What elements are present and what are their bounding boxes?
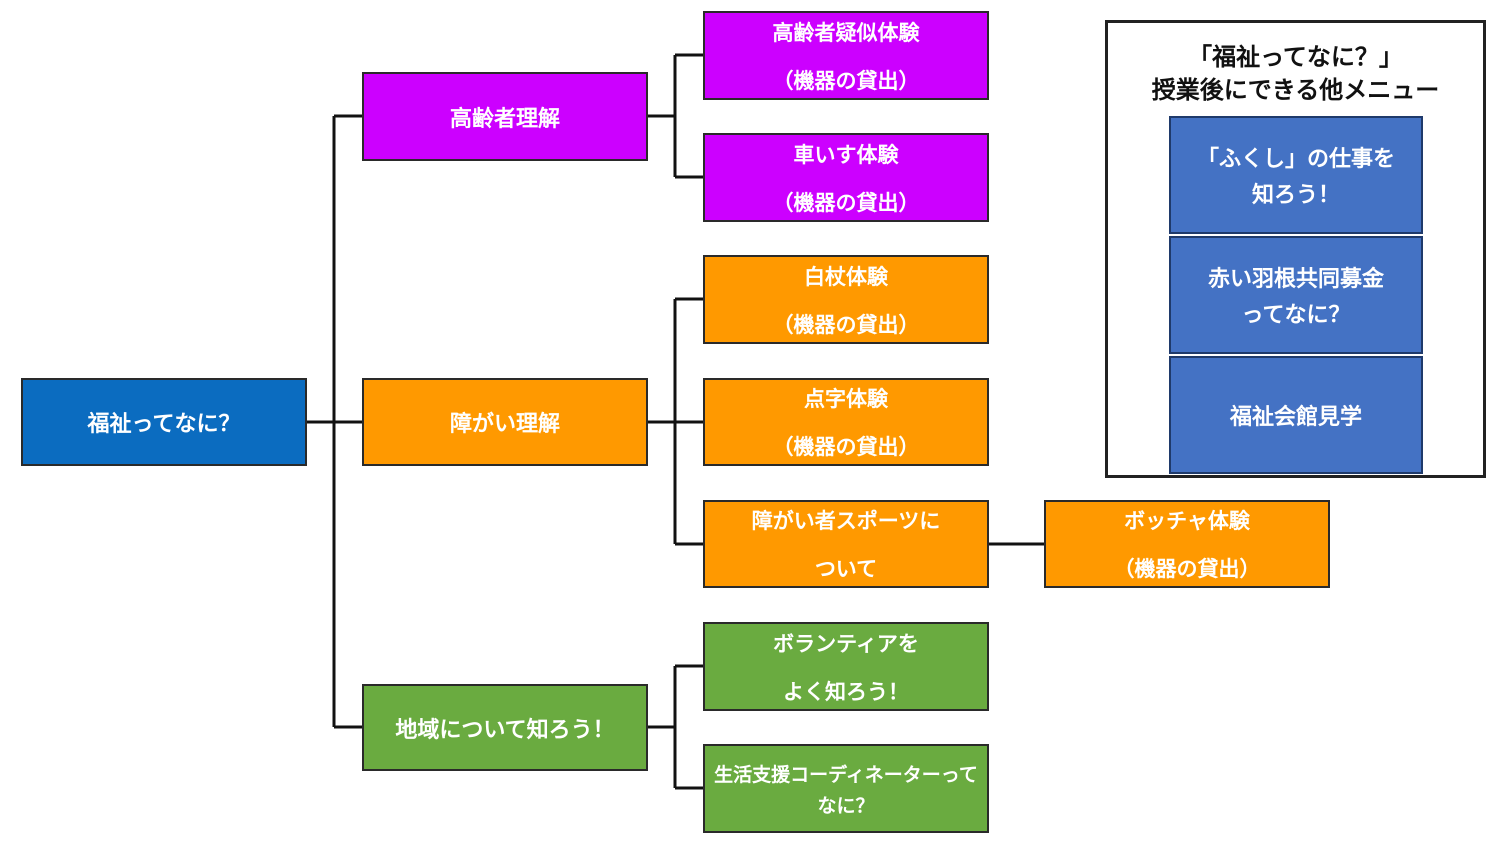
node-line1: 生活支援コーディネーターって <box>714 763 978 786</box>
node-line1: ボッチャ体験 <box>1124 509 1250 533</box>
node-elderly-simulation: 高齢者疑似体験 （機器の貸出） <box>703 11 989 100</box>
menu-item-red-feather: 赤い羽根共同募金 ってなに？ <box>1169 236 1423 354</box>
node-line1: 赤い羽根共同募金 <box>1207 267 1384 292</box>
node-line1: 「ふくし」の仕事を <box>1196 147 1395 172</box>
root-node: 福祉ってなに？ <box>21 378 307 466</box>
node-line1: 白杖体験 <box>804 264 888 289</box>
category-community-label: 地域について知ろう！ <box>395 717 615 743</box>
node-life-support-coordinator: 生活支援コーディネーターって なに？ <box>703 744 989 833</box>
node-line1: 車いす体験 <box>793 142 899 167</box>
node-line2: （機器の貸出） <box>1113 557 1261 581</box>
node-line2: （機器の貸出） <box>772 190 920 215</box>
node-line1: 点字体験 <box>804 387 888 411</box>
node-line2: ついて <box>814 557 878 581</box>
node-line1: ボランティアを <box>773 631 919 656</box>
node-line2: ってなに？ <box>1241 303 1351 328</box>
node-boccia: ボッチャ体験 （機器の貸出） <box>1044 500 1330 588</box>
category-community: 地域について知ろう！ <box>362 684 648 771</box>
node-white-cane: 白杖体験 （機器の貸出） <box>703 255 989 344</box>
category-disability: 障がい理解 <box>362 378 648 466</box>
node-line2: （機器の貸出） <box>772 312 920 337</box>
node-line2: よく知ろう！ <box>783 679 909 704</box>
node-line2: 知ろう！ <box>1251 183 1340 208</box>
node-wheelchair: 車いす体験 （機器の貸出） <box>703 133 989 222</box>
category-elderly: 高齢者理解 <box>362 72 648 161</box>
other-menu-title-line1: 「福祉ってなに？」 <box>1188 43 1403 71</box>
category-elderly-label: 高齢者理解 <box>449 106 560 132</box>
node-line2: （機器の貸出） <box>772 435 920 459</box>
menu-item-welfare-jobs: 「ふくし」の仕事を 知ろう！ <box>1169 116 1423 234</box>
node-volunteer: ボランティアを よく知ろう！ <box>703 622 989 711</box>
node-parasports: 障がい者スポーツに ついて <box>703 500 989 588</box>
node-line1: 高齢者疑似体験 <box>772 20 920 45</box>
root-label: 福祉ってなに？ <box>87 412 241 437</box>
other-menu-title: 「福祉ってなに？」 授業後にできる他メニュー <box>1108 41 1483 107</box>
menu-item-welfare-hall-visit: 福祉会館見学 <box>1169 356 1423 474</box>
node-braille: 点字体験 （機器の貸出） <box>703 378 989 466</box>
node-line2: なに？ <box>817 794 875 817</box>
category-disability-label: 障がい理解 <box>449 412 560 437</box>
node-line1: 障がい者スポーツに <box>751 509 941 533</box>
other-menu-title-line2: 授業後にできる他メニュー <box>1151 76 1440 104</box>
node-line1: 福祉会館見学 <box>1229 405 1362 430</box>
node-line2: （機器の貸出） <box>772 68 920 93</box>
